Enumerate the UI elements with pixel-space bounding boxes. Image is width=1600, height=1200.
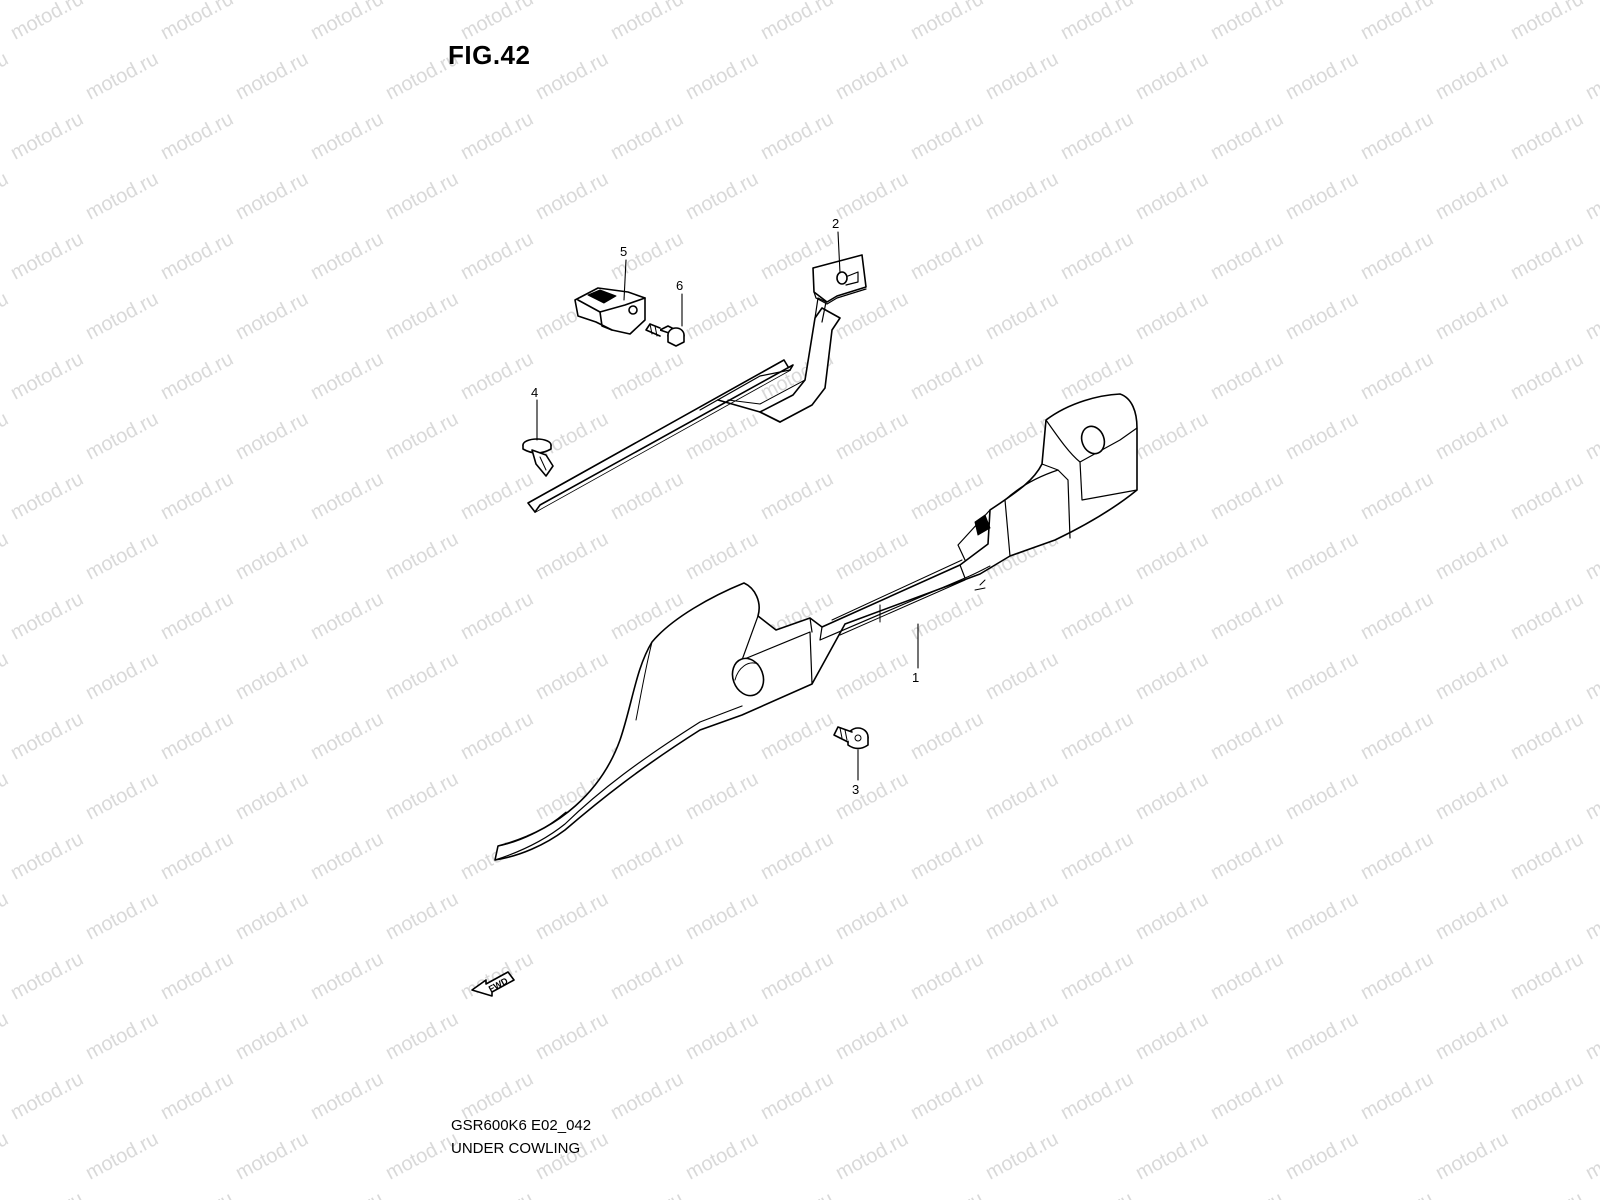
part-6-flange-bolt [645, 323, 685, 347]
model-code: GSR600K6 E02_042 [451, 1117, 592, 1134]
callout-part-3: 3 [852, 782, 859, 797]
callout-part-2: 2 [832, 216, 839, 231]
section-name: UNDER COWLING [451, 1140, 581, 1157]
callout-part-5: 5 [620, 244, 627, 259]
part-5-clip-nut [574, 287, 646, 335]
callout-part-6: 6 [676, 278, 683, 293]
part-2-bracket [527, 254, 867, 513]
callout-part-1: 1 [912, 670, 919, 685]
callout-part-4: 4 [531, 385, 538, 400]
part-1-under-cowling [494, 393, 1138, 861]
fwd-arrow-icon [471, 971, 515, 997]
part-3-mounting-screw [833, 726, 869, 750]
leader-lines [536, 231, 919, 781]
part-4-push-rivet [522, 438, 554, 477]
figure-title: FIG.42 [448, 40, 531, 70]
